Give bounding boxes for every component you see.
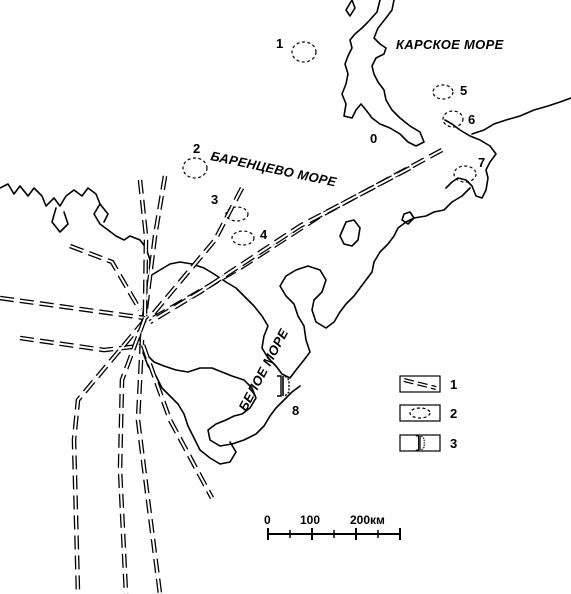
legend-item-2: 2	[399, 404, 457, 422]
site-label-1: 1	[276, 36, 283, 51]
site-label-8: 8	[292, 403, 299, 418]
legend: 1 2 3	[399, 375, 457, 452]
routes	[0, 147, 444, 594]
coast-fjord-1	[51, 207, 69, 233]
site-label-4: 4	[260, 227, 268, 242]
site-ellipse-7	[453, 165, 477, 183]
scale-tick-200km: 200км	[350, 513, 385, 527]
coast-white-sea-west	[139, 277, 301, 447]
legend-label-2: 2	[450, 406, 457, 421]
site-label-7: 7	[478, 155, 485, 170]
site-ellipse-2	[182, 157, 208, 179]
coast-islet-nz	[345, 0, 356, 17]
legend-rock-art-icon	[415, 435, 425, 451]
coast-vaygach-south	[444, 119, 497, 199]
coast-murman	[0, 183, 151, 277]
site-ellipse-5	[432, 84, 454, 100]
site-label-0: 0	[370, 131, 377, 146]
rock-art-site-8-icon	[277, 375, 290, 397]
route-3	[69, 243, 142, 312]
site-labels: 0 1 2 3 4 5 6 7 8	[193, 36, 485, 418]
coast-fjord-2	[99, 203, 109, 223]
sea-label-barents: БАРЕНЦЕВО МОРЕ	[209, 148, 338, 189]
site-ellipse-1	[291, 41, 317, 63]
site-label-5: 5	[460, 83, 467, 98]
coast-island-tiny	[401, 211, 415, 225]
sea-label-kara: КАРСКОЕ МОРЕ	[396, 37, 504, 52]
site-ellipse-3	[225, 206, 249, 222]
site-ellipse-6	[442, 110, 464, 128]
route-6	[146, 186, 245, 322]
site-label-6: 6	[468, 112, 475, 127]
legend-label-3: 3	[450, 436, 457, 451]
site-ellipse-4	[231, 230, 255, 246]
coast-novaya-zemlya	[341, 0, 425, 147]
scale-tick-0: 0	[264, 513, 271, 527]
coast-vaygach	[471, 97, 571, 135]
legend-item-1: 1	[399, 375, 457, 393]
coast-pechora	[149, 187, 471, 379]
coast-island-small	[339, 219, 361, 247]
scale-tick-100: 100	[300, 513, 320, 527]
legend-item-3: 3	[399, 434, 457, 452]
legend-label-1: 1	[450, 377, 457, 392]
site-label-2: 2	[193, 141, 200, 156]
coastlines	[0, 0, 571, 465]
coast-karelia	[141, 349, 237, 465]
sites	[182, 41, 477, 246]
site-label-3: 3	[211, 192, 218, 207]
scale-bar: 0 100 200км	[264, 513, 401, 540]
